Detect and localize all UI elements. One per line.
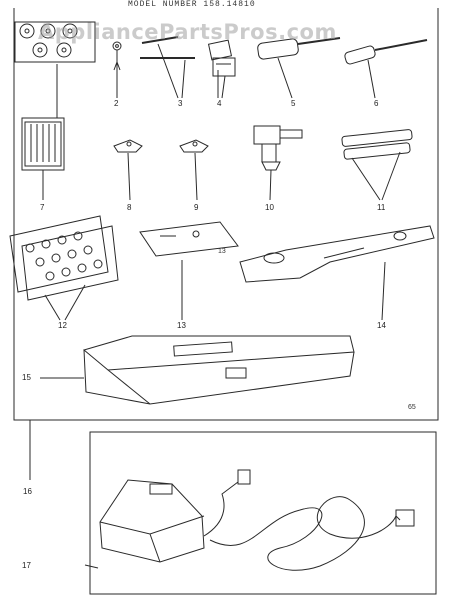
foot-control	[84, 469, 415, 571]
spool-pin-washer	[112, 41, 122, 98]
accessory-box	[40, 335, 355, 405]
callout-8: 8	[127, 203, 132, 212]
callout-9: 9	[194, 203, 199, 212]
needle-card	[21, 64, 65, 200]
callout-14: 14	[377, 321, 386, 330]
callout-17: 17	[22, 561, 31, 570]
callout-5: 5	[291, 99, 296, 108]
screwdriver-large	[257, 37, 341, 99]
callout-4: 4	[217, 99, 222, 108]
model-number-heading: MODEL NUMBER 158.14810	[128, 0, 256, 9]
callout-12: 12	[58, 321, 67, 330]
screwdriver-small	[344, 39, 428, 99]
callout-15: 15	[22, 373, 31, 382]
upper-frame	[13, 8, 439, 421]
callout-13: 13	[177, 321, 186, 330]
callout-16: 16	[23, 487, 32, 496]
spool-pins	[140, 36, 195, 99]
callout-6: 6	[374, 99, 379, 108]
presser-foot-b	[179, 139, 209, 201]
cam-disk-cards	[9, 215, 119, 321]
cam-sticks	[341, 129, 413, 201]
lower-frame	[89, 431, 437, 595]
feed-cover-plate	[139, 221, 239, 320]
buttonhole-attachment	[253, 125, 303, 201]
callout-7: 7	[40, 203, 45, 212]
page-code: 65	[408, 404, 416, 411]
watermark-text: AppliancePartsPros.com	[38, 20, 337, 44]
presser-foot-a	[113, 139, 143, 201]
plate-code: 13	[218, 248, 226, 255]
needle-packets	[207, 39, 236, 99]
callout-10: 10	[265, 203, 274, 212]
zigzag-attachment	[239, 225, 435, 321]
callout-2: 2	[114, 99, 119, 108]
bobbins-group	[14, 21, 96, 63]
callout-3: 3	[178, 99, 183, 108]
callout-11: 11	[377, 203, 386, 212]
